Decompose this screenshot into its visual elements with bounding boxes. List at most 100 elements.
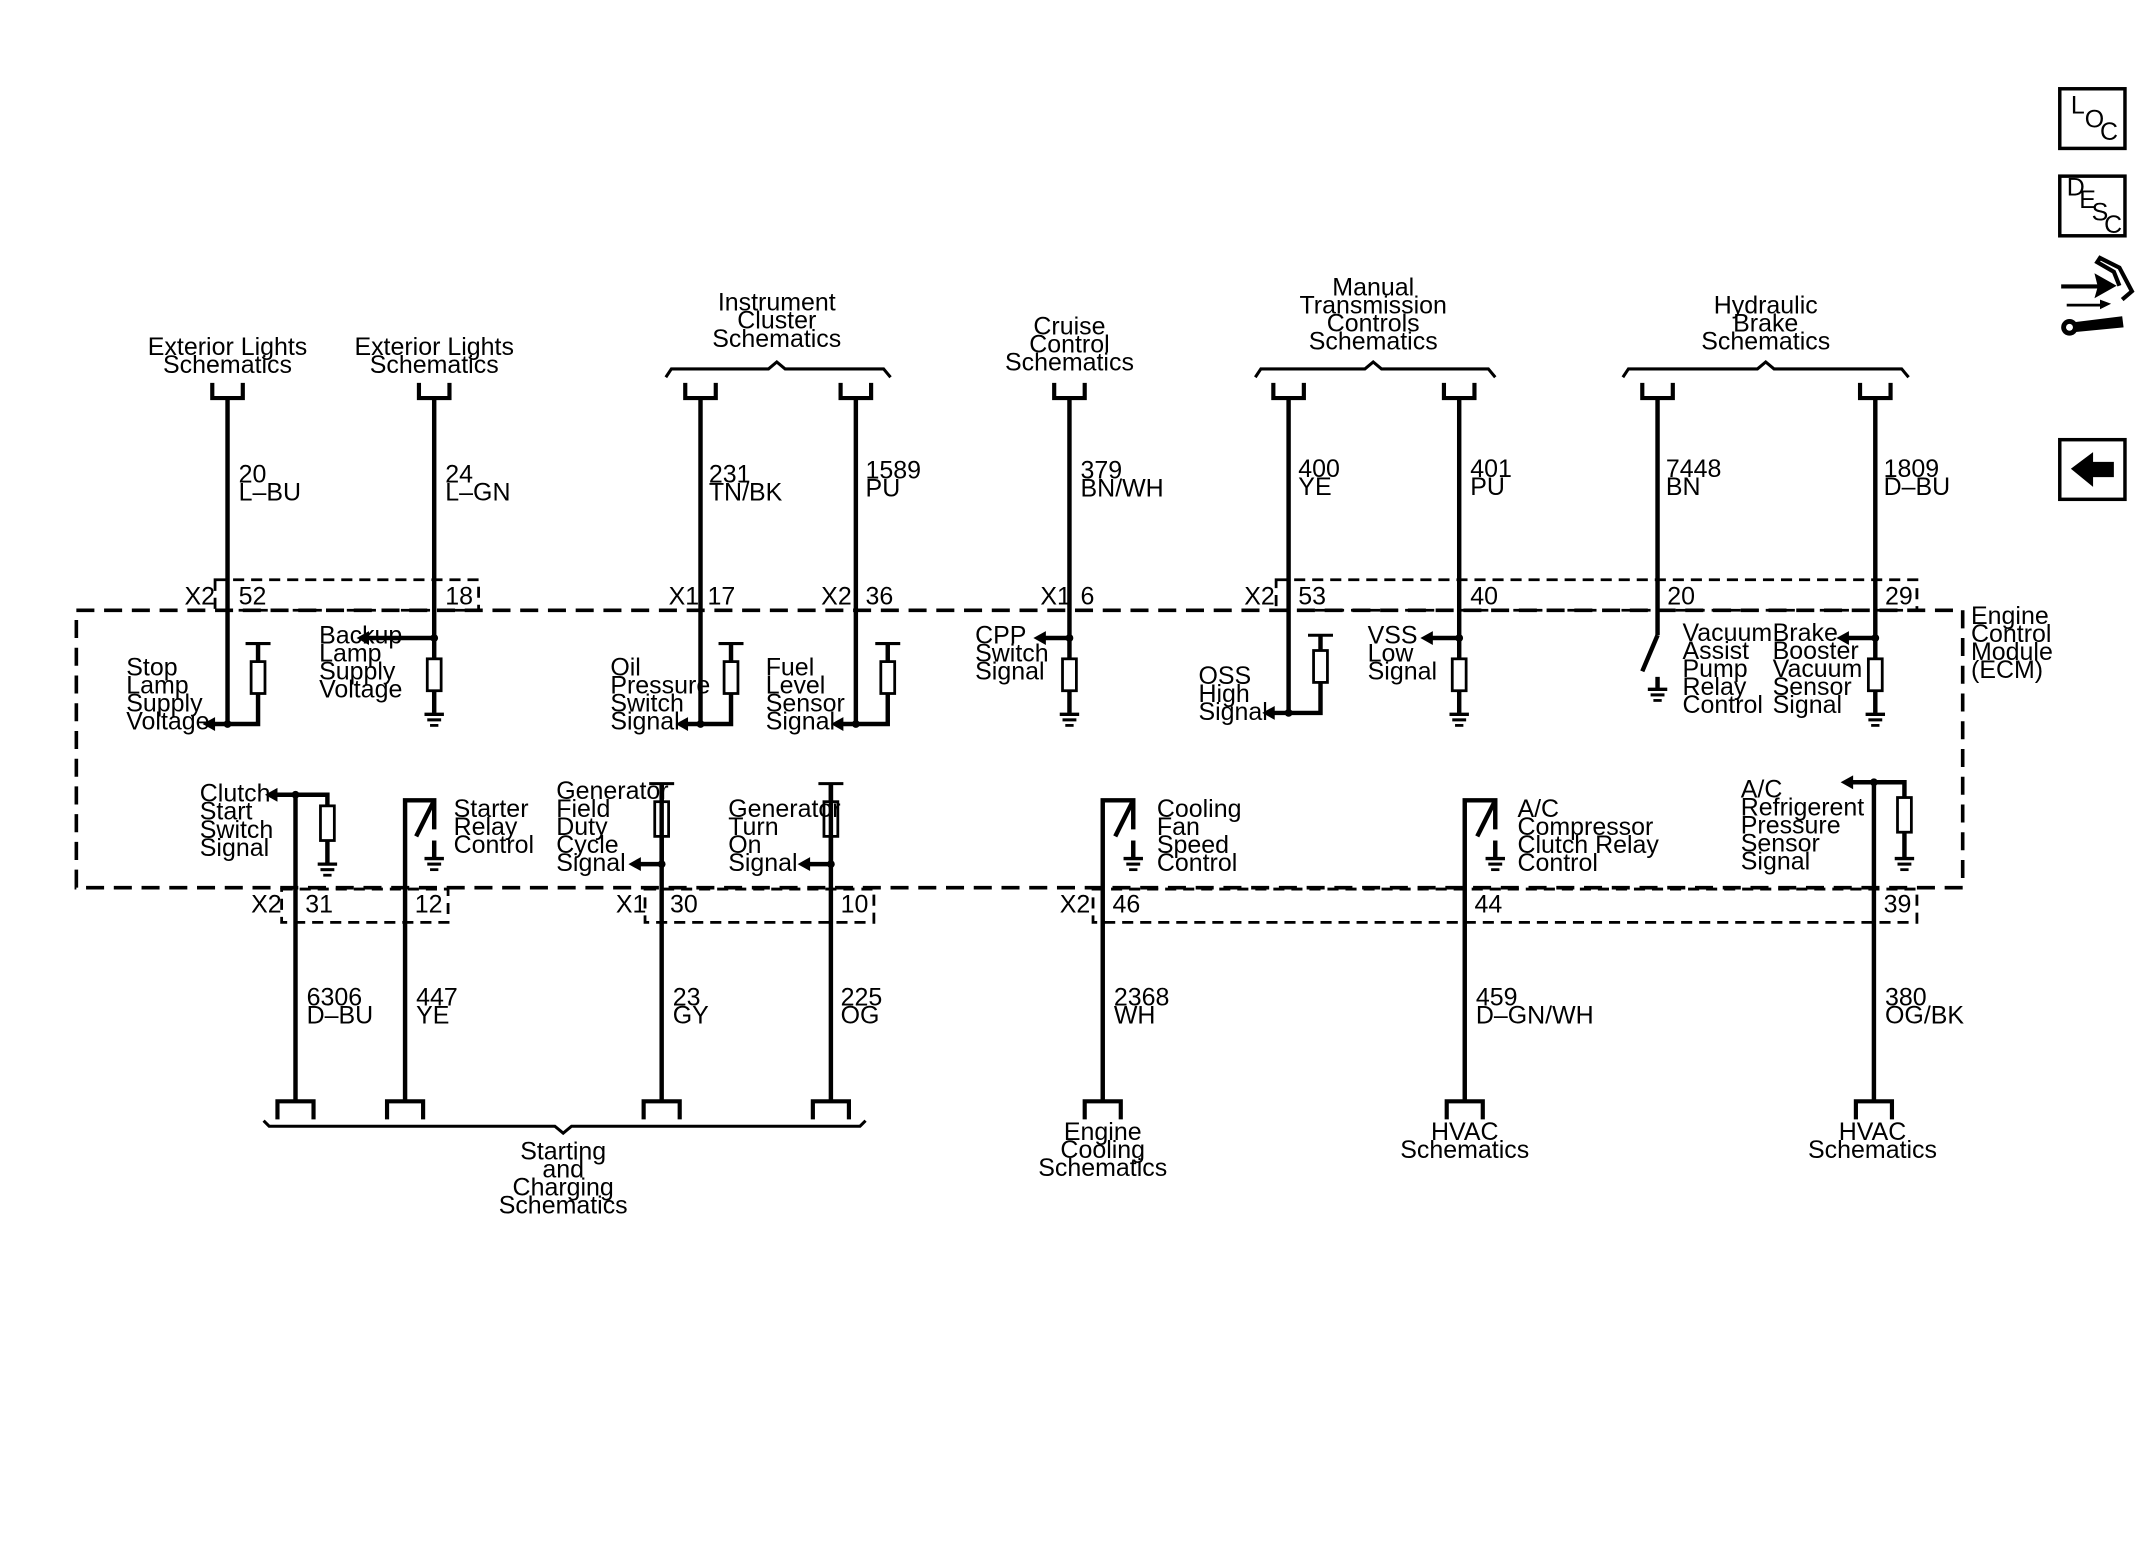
svg-text:D–BU: D–BU bbox=[307, 1002, 374, 1030]
connector-symbol bbox=[387, 1101, 423, 1119]
oil-pressure-circuit bbox=[675, 642, 744, 731]
svg-text:Starter: Starter bbox=[454, 795, 529, 823]
vacuum-pump-circuit bbox=[1640, 619, 1669, 703]
svg-text:Cluster: Cluster bbox=[737, 307, 816, 335]
svg-text:Vacuum: Vacuum bbox=[1773, 655, 1863, 683]
svg-text:Supply: Supply bbox=[319, 658, 396, 686]
connector-box-top-2 bbox=[1274, 578, 1919, 612]
svg-text:Signal: Signal bbox=[1773, 691, 1842, 719]
gen-turn-on-label: Generator Turn On Signal bbox=[728, 795, 840, 877]
svg-text:39: 39 bbox=[1884, 891, 1912, 919]
svg-text:Brake: Brake bbox=[1733, 309, 1798, 337]
back-button[interactable] bbox=[2058, 437, 2127, 502]
svg-text:BN: BN bbox=[1666, 473, 1701, 501]
svg-text:20: 20 bbox=[239, 461, 267, 489]
dest-cruise-control[interactable]: Cruise Control Schematics bbox=[1005, 312, 1134, 376]
svg-text:A/C: A/C bbox=[1741, 776, 1783, 804]
dest-hvac-1[interactable]: HVAC Schematics bbox=[1400, 1118, 1529, 1164]
dest-manual-transmission[interactable]: Manual Transmission Controls Schematics bbox=[1299, 273, 1446, 355]
loc-button[interactable]: L O C bbox=[2058, 87, 2127, 151]
dest-exterior-lights-1[interactable]: Exterior Lights Schematics bbox=[148, 333, 307, 379]
svg-text:30: 30 bbox=[670, 891, 698, 919]
ac-clutch-label: A/C Compressor Clutch Relay Control bbox=[1517, 795, 1659, 877]
dest-instrument-cluster[interactable]: Instrument Cluster Schematics bbox=[712, 289, 841, 353]
dest-starting-charging[interactable]: Starting and Charging Schematics bbox=[499, 1138, 628, 1220]
connector-symbol bbox=[419, 383, 450, 398]
connector-box-bottom-1 bbox=[280, 887, 450, 924]
svg-text:Control: Control bbox=[1683, 691, 1763, 719]
connector-box-top-1 bbox=[213, 578, 480, 612]
svg-text:401: 401 bbox=[1470, 455, 1512, 483]
svg-text:Control: Control bbox=[1517, 849, 1597, 877]
svg-text:12: 12 bbox=[415, 891, 443, 919]
cpp-switch-circuit bbox=[1033, 631, 1081, 728]
svg-text:Starting: Starting bbox=[520, 1138, 606, 1166]
svg-text:Brake: Brake bbox=[1773, 619, 1838, 647]
pin-18: 18 bbox=[445, 583, 473, 611]
oss-circuit bbox=[1262, 633, 1333, 720]
svg-text:O: O bbox=[2085, 106, 2104, 134]
dest-exterior-lights-2[interactable]: Exterior Lights Schematics bbox=[354, 333, 514, 379]
svg-text:YE: YE bbox=[1298, 473, 1331, 501]
module-label-line2: Control bbox=[1971, 620, 2051, 648]
dest-hydraulic-brake[interactable]: Hydraulic Brake Schematics bbox=[1701, 291, 1830, 355]
vss-label: VSS Low Signal bbox=[1368, 622, 1437, 686]
dest-hvac-2[interactable]: HVAC Schematics bbox=[1808, 1118, 1937, 1164]
svg-text:52: 52 bbox=[239, 583, 267, 611]
connector-view-button[interactable] bbox=[2061, 255, 2135, 336]
svg-text:Signal: Signal bbox=[975, 658, 1044, 686]
svg-text:10: 10 bbox=[841, 891, 869, 919]
wire-label-24: 24L–GN bbox=[445, 461, 510, 507]
svg-text:Schematics: Schematics bbox=[1400, 1136, 1529, 1164]
module-label-line3: Module bbox=[1971, 638, 2053, 666]
svg-text:Signal: Signal bbox=[1198, 698, 1267, 726]
svg-text:Cruise: Cruise bbox=[1033, 312, 1105, 340]
svg-text:Schematics: Schematics bbox=[1808, 1136, 1937, 1164]
svg-text:Switch: Switch bbox=[610, 690, 684, 718]
svg-text:L–GN: L–GN bbox=[445, 479, 510, 507]
svg-text:Field: Field bbox=[556, 795, 610, 823]
svg-text:WH: WH bbox=[1114, 1002, 1156, 1030]
fuel-level-label: Fuel Level Sensor Signal bbox=[766, 653, 845, 735]
dest-engine-cooling[interactable]: Engine Cooling Schematics bbox=[1038, 1118, 1167, 1182]
pin-44: 44 bbox=[1474, 891, 1502, 919]
starter-relay-label: Starter Relay Control bbox=[454, 795, 534, 859]
svg-text:Instrument: Instrument bbox=[718, 289, 836, 317]
brace-manual-transmission bbox=[1254, 360, 1497, 379]
svg-text:1809: 1809 bbox=[1884, 455, 1940, 483]
svg-text:YE: YE bbox=[416, 1002, 449, 1030]
svg-text:400: 400 bbox=[1298, 455, 1340, 483]
pin-39: 39 bbox=[1884, 891, 1912, 919]
svg-text:A/C: A/C bbox=[1517, 795, 1559, 823]
svg-text:X2: X2 bbox=[1244, 583, 1275, 611]
svg-text:379: 379 bbox=[1081, 457, 1123, 485]
svg-text:Compressor: Compressor bbox=[1517, 813, 1653, 841]
svg-text:Duty: Duty bbox=[556, 813, 608, 841]
svg-text:Fuel: Fuel bbox=[766, 653, 815, 681]
svg-text:Supply: Supply bbox=[126, 690, 203, 718]
brace-starting-charging bbox=[262, 1119, 867, 1136]
connector-symbol bbox=[1856, 1101, 1892, 1119]
svg-text:Signal: Signal bbox=[200, 834, 269, 862]
connector-symbol bbox=[1273, 383, 1304, 398]
wire-label-20: 20L–BU bbox=[239, 461, 301, 507]
svg-text:L–BU: L–BU bbox=[239, 479, 301, 507]
svg-text:Exterior Lights: Exterior Lights bbox=[354, 333, 514, 361]
brace-instrument-cluster bbox=[664, 360, 892, 379]
desc-button[interactable]: D E S C bbox=[2058, 174, 2127, 239]
svg-text:Schematics: Schematics bbox=[1701, 328, 1830, 356]
svg-text:Signal: Signal bbox=[556, 849, 625, 877]
svg-text:Schematics: Schematics bbox=[370, 351, 499, 379]
pin-29: 29 bbox=[1885, 583, 1913, 611]
svg-text:OSS: OSS bbox=[1198, 662, 1251, 690]
svg-text:Voltage: Voltage bbox=[126, 708, 209, 736]
